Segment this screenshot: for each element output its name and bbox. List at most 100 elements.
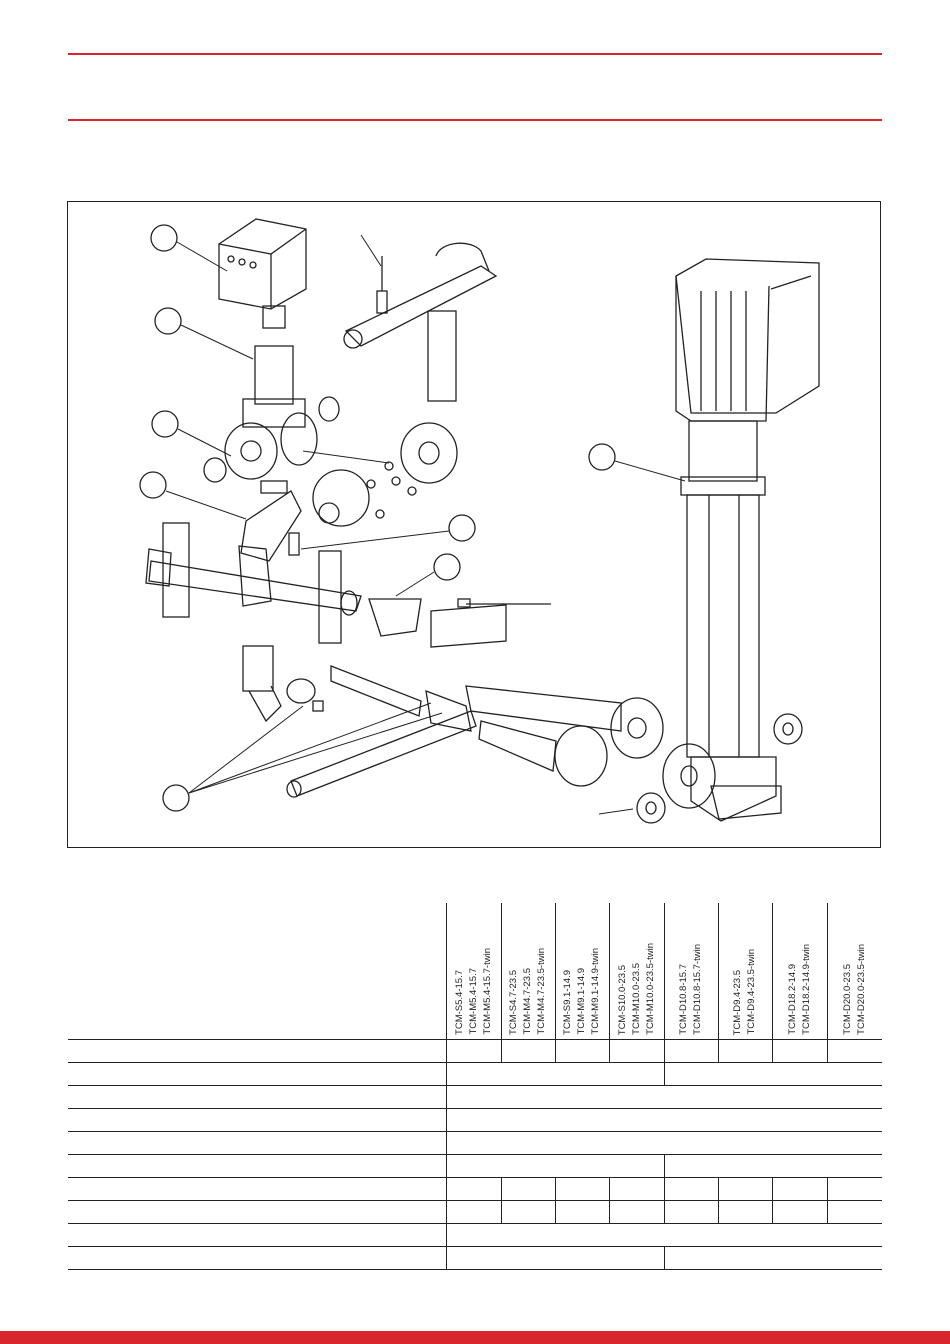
model-header-row: TCM-S5.4-15.7 TCM-M5.4-15.7 TCM-M5.4-15.… <box>68 903 882 1040</box>
table-row <box>68 1223 882 1247</box>
model-name: TCM-D10.8-15.7 <box>678 964 689 1035</box>
exploded-assembly-figure <box>67 201 881 848</box>
callout-6 <box>433 553 461 581</box>
row-label <box>68 1223 446 1247</box>
table-row <box>68 1154 882 1178</box>
header-label-cell <box>68 903 446 1040</box>
row-label <box>68 1246 446 1270</box>
model-column-header: TCM-S10.0-23.5 TCM-M10.0-23.5 TCM-M10.0-… <box>608 903 664 1040</box>
strainer-valve <box>240 480 302 562</box>
table-row <box>68 1131 882 1155</box>
leader-lines <box>165 234 686 815</box>
fasteners <box>366 461 417 519</box>
row-label <box>68 1108 446 1132</box>
vertical-pump <box>675 258 820 822</box>
model-column-header: TCM-S9.1-14.9 TCM-M9.1-14.9 TCM-M9.1-14.… <box>554 903 609 1040</box>
table-row <box>68 1108 882 1132</box>
model-column-header: TCM-S5.4-15.7 TCM-M5.4-15.7 TCM-M5.4-15.… <box>445 903 501 1040</box>
model-column-header: TCM-D10.8-15.7 TCM-D10.8-15.7-twin <box>663 903 718 1040</box>
row-label <box>68 1200 446 1224</box>
value-cell <box>717 1039 772 1063</box>
model-name: TCM-M9.1-14.9-twin <box>590 948 601 1035</box>
footer-bar <box>0 1331 950 1344</box>
bypass-pipe <box>343 242 498 402</box>
value-cell <box>445 1108 882 1132</box>
value-cell <box>445 1039 501 1063</box>
pump-flanges <box>554 697 803 824</box>
value-cell <box>826 1200 882 1224</box>
value-cell <box>608 1177 664 1201</box>
row-label <box>68 1177 446 1201</box>
value-cell <box>445 1154 664 1178</box>
value-cell <box>500 1177 555 1201</box>
value-cell <box>663 1154 882 1178</box>
value-cell <box>663 1062 882 1086</box>
row-label <box>68 1131 446 1155</box>
model-name: TCM-D20.0-23.5-twin <box>855 944 867 1035</box>
callout-7 <box>588 443 616 471</box>
callout-1 <box>150 224 178 252</box>
model-column-header: TCM-D18.2-14.9 TCM-D18.2-14.9-twin <box>771 903 827 1040</box>
table-row <box>68 1246 882 1270</box>
callout-4 <box>139 471 167 499</box>
model-name: TCM-S4.7-23.5 <box>508 970 519 1035</box>
value-cell <box>663 1039 718 1063</box>
model-name: TCM-M9.1-14.9 <box>576 968 587 1035</box>
lower-fittings <box>242 645 324 723</box>
mid-flange <box>312 422 458 527</box>
model-column-header: TCM-S4.7-23.5 TCM-M4.7-23.5 TCM-M4.7-23.… <box>500 903 555 1040</box>
value-cell <box>445 1177 501 1201</box>
value-cell <box>500 1200 555 1224</box>
table-row <box>68 1039 882 1063</box>
value-cell <box>445 1131 882 1155</box>
value-cell <box>445 1062 664 1086</box>
value-cell <box>500 1039 555 1063</box>
value-cell <box>445 1200 501 1224</box>
model-name: TCM-M5.4-15.7-twin <box>481 948 493 1035</box>
model-name: TCM-D18.2-14.9 <box>786 964 798 1035</box>
value-cell <box>608 1039 664 1063</box>
value-cell <box>771 1200 827 1224</box>
model-name: TCM-M10.0-23.5-twin <box>644 943 656 1035</box>
model-name: TCM-M4.7-23.5 <box>522 968 533 1035</box>
row-label <box>68 1154 446 1178</box>
model-column-header: TCM-D20.0-23.5 TCM-D20.0-23.5-twin <box>826 903 882 1040</box>
table-row <box>68 1200 882 1224</box>
value-cell <box>445 1223 882 1247</box>
value-cell <box>663 1200 718 1224</box>
model-name: TCM-S9.1-14.9 <box>562 970 573 1035</box>
top-rule <box>68 53 882 55</box>
model-name: TCM-M5.4-15.7 <box>467 968 479 1035</box>
model-name: TCM-M4.7-23.5-twin <box>536 948 547 1035</box>
callout-markers <box>139 224 616 812</box>
row-label <box>68 1085 446 1109</box>
value-cell <box>826 1177 882 1201</box>
value-cell <box>771 1177 827 1201</box>
table-row <box>68 1062 882 1086</box>
callout-8 <box>162 784 190 812</box>
model-name: TCM-S5.4-15.7 <box>453 970 465 1035</box>
value-cell <box>717 1200 772 1224</box>
model-specification-table: TCM-S5.4-15.7 TCM-M5.4-15.7 TCM-M5.4-15.… <box>68 903 882 1270</box>
assembly-drawing <box>139 218 820 824</box>
value-cell <box>554 1177 609 1201</box>
value-cell <box>445 1246 664 1270</box>
value-cell <box>663 1177 718 1201</box>
model-column-header: TCM-D9.4-23.5 TCM-D9.4-23.5-twin <box>717 903 772 1040</box>
model-name: TCM-D18.2-14.9-twin <box>800 944 812 1035</box>
value-cell <box>771 1039 827 1063</box>
control-valve <box>203 345 340 483</box>
callout-3 <box>151 410 179 438</box>
manifold <box>145 522 362 644</box>
value-cell <box>554 1200 609 1224</box>
model-name: TCM-D10.8-15.7-twin <box>692 944 703 1035</box>
ball-valve <box>368 598 551 648</box>
table-body <box>68 1039 882 1270</box>
actuator <box>218 218 307 329</box>
callout-2 <box>154 307 182 335</box>
row-label <box>68 1039 446 1063</box>
callout-5 <box>448 514 476 542</box>
model-name: TCM-D20.0-23.5 <box>841 964 853 1035</box>
model-name: TCM-D9.4-23.5 <box>732 969 743 1035</box>
value-cell <box>608 1200 664 1224</box>
